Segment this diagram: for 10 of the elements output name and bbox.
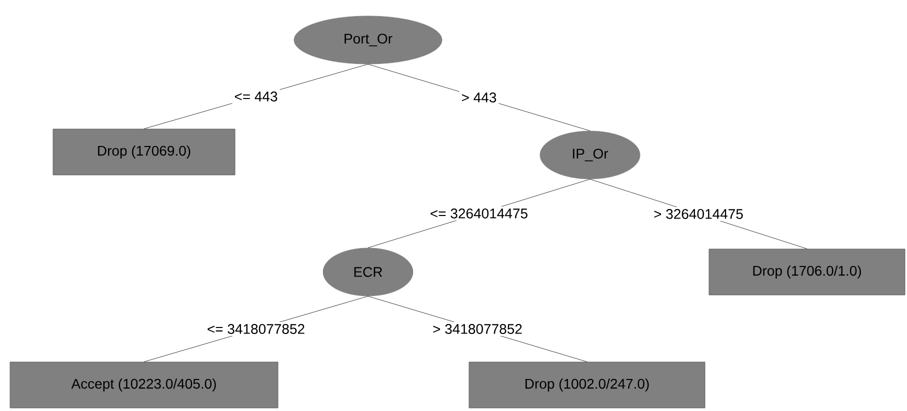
edge-label: <= 443 bbox=[232, 90, 280, 104]
edge-label: <= 3264014475 bbox=[428, 206, 530, 220]
leaf-box: Accept (10223.0/405.0) bbox=[10, 362, 278, 408]
leaf-box: Drop (17069.0) bbox=[52, 128, 236, 176]
edge-label: > 443 bbox=[459, 90, 499, 104]
leaf-box: Drop (1706.0/1.0) bbox=[708, 248, 906, 296]
edge-label: > 3264014475 bbox=[652, 207, 746, 221]
leaf-box: Drop (1002.0/247.0) bbox=[468, 362, 706, 408]
edge-label: <= 3418077852 bbox=[204, 322, 308, 336]
edge-label: > 3418077852 bbox=[430, 322, 524, 336]
